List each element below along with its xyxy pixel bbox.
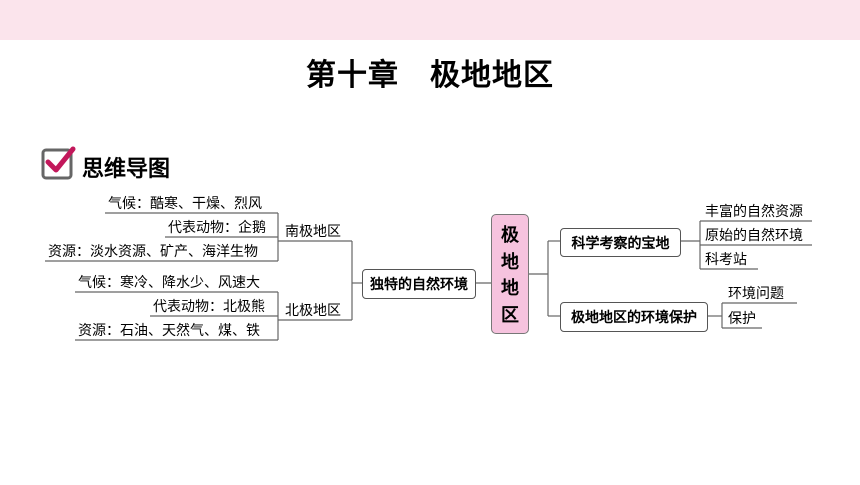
center-char: 区: [501, 304, 519, 326]
header-band: [0, 0, 860, 40]
science-item-environment: 原始的自然环境: [705, 228, 803, 244]
center-node: 极 地 地 区: [491, 214, 529, 334]
protection-item-protect: 保护: [728, 311, 756, 327]
science-item-resources: 丰富的自然资源: [705, 204, 803, 220]
center-char: 地: [501, 251, 519, 273]
south-resources: 资源：淡水资源、矿产、海洋生物: [48, 244, 258, 260]
north-animal: 代表动物：北极熊: [153, 299, 265, 315]
section-label: 思维导图: [82, 157, 171, 182]
south-animal: 代表动物：企鹅: [168, 220, 266, 236]
region-south: 南极地区: [285, 224, 341, 240]
protection-item-problems: 环境问题: [728, 286, 784, 302]
center-char: 极: [501, 225, 519, 247]
south-climate: 气候：酷寒、干燥、烈风: [108, 196, 262, 212]
center-char: 地: [501, 278, 519, 300]
node-unique-environment: 独特的自然环境: [362, 269, 476, 299]
page-title: 第十章 极地地区: [306, 58, 554, 93]
region-north: 北极地区: [285, 303, 341, 319]
north-climate: 气候：寒冷、降水少、风速大: [78, 275, 260, 291]
node-environment-protection: 极地地区的环境保护: [560, 302, 708, 332]
science-item-station: 科考站: [705, 252, 747, 268]
checkbox-icon: [41, 146, 76, 180]
node-science-research: 科学考察的宝地: [560, 228, 681, 257]
north-resources: 资源：石油、天然气、煤、铁: [78, 323, 260, 339]
